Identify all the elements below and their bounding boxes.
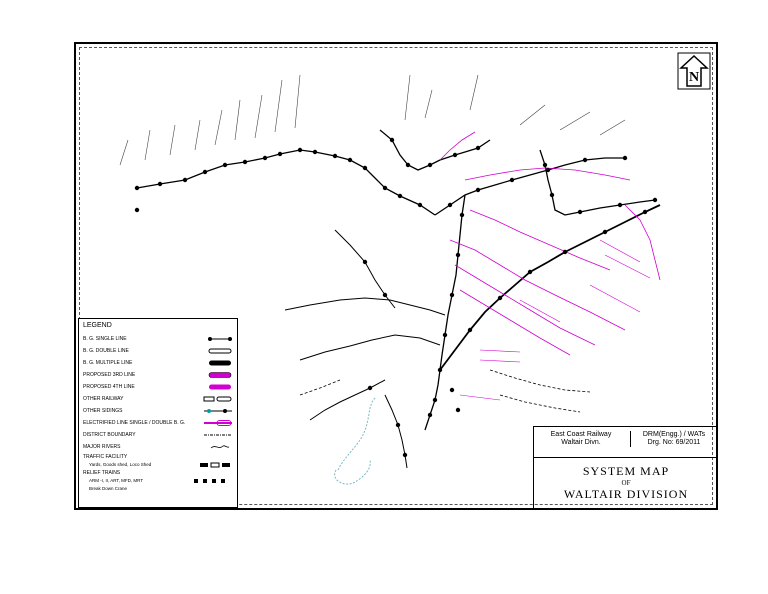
line-east-branch: [539, 149, 656, 216]
legend-item: DISTRICT BOUNDARY: [83, 429, 233, 441]
proposed-3rd-symbol: [208, 372, 232, 378]
division-short: Waltair Divn.: [561, 439, 601, 446]
legend-item: Break Down Crane: [89, 486, 128, 491]
legend-item: OTHER RAILWAY: [83, 393, 233, 405]
north-letter: N: [689, 70, 699, 85]
other-railway-symbol: [203, 396, 232, 402]
proposed-4th-symbol: [209, 384, 231, 390]
legend: LEGEND B. G. SINGLE LINE B. G. DOUBLE LI…: [78, 318, 238, 508]
legend-item: TRAFFIC FACILITY: [83, 453, 128, 460]
drawing-number: Drg. No: 69/2011: [647, 439, 701, 446]
station-label-strokes-magenta: [459, 239, 651, 401]
legend-item: B. G. SINGLE LINE: [83, 333, 233, 345]
line-main-south: [424, 194, 466, 431]
legend-item: RELIEF TRAINS: [83, 469, 121, 476]
other-railway-lines: [299, 369, 591, 413]
legend-item: ARM -I, II, ART, MFD, MRT: [83, 477, 233, 485]
line-kirandul: [309, 379, 386, 421]
station-label-strokes: [119, 74, 626, 166]
legend-item: ELECTRIFIED LINE SINGLE / DOUBLE B. G.: [83, 417, 233, 429]
map-frame: [74, 42, 718, 510]
map-inner-border: [79, 47, 713, 505]
title-block-railway: East Coast Railway Waltair Divn.: [536, 431, 626, 447]
legend-item: OTHER SIDINGS: [83, 405, 233, 417]
electrified-symbol: [204, 420, 232, 426]
traffic-facility-symbol: [200, 462, 230, 468]
map-title: SYSTEM MAP OF WALTAIR DIVISION: [534, 457, 718, 502]
legend-item: B. G. DOUBLE LINE: [83, 345, 233, 357]
legend-item: PROPOSED 3RD LINE: [83, 369, 233, 381]
map-title-line1: SYSTEM MAP: [582, 464, 670, 478]
map-title-line3: WALTAIR DIVISION: [563, 487, 689, 501]
line-main-coast: [439, 204, 661, 371]
drawing-office: DRM(Engg.) / WATs: [642, 431, 706, 438]
line-raipur-branch: [299, 334, 441, 361]
line-west-southwest: [284, 297, 446, 316]
proposed-lines: [439, 131, 661, 356]
legend-item: PROPOSED 4TH LINE: [83, 381, 233, 393]
line-nw: [136, 149, 436, 216]
north-arrow-icon: N: [677, 52, 711, 90]
relief-train-symbol: [194, 479, 225, 483]
legend-item: B. G. MULTIPLE LINE: [83, 357, 233, 369]
line-south-branch: [384, 394, 408, 469]
multiple-line-symbol: [209, 360, 231, 366]
title-block: East Coast Railway Waltair Divn. DRM(Eng…: [533, 426, 718, 508]
line-northeast: [434, 157, 625, 216]
legend-item: MAJOR RIVERS: [83, 441, 233, 453]
river-symbol: [210, 445, 230, 449]
title-block-drawing: DRM(Engg.) / WATs Drg. No: 69/2011: [630, 431, 717, 447]
double-line-symbol: [208, 348, 232, 354]
railway-name: East Coast Railway: [550, 431, 612, 438]
legend-title: LEGEND: [83, 322, 112, 329]
map-title-line2: OF: [621, 479, 631, 487]
single-line-symbol: [208, 337, 232, 341]
district-boundary-symbol: [204, 434, 232, 436]
river-path: [334, 397, 376, 485]
legend-item: Yards, Goods shed, Loco Shed: [83, 461, 233, 469]
other-sidings-symbol: [204, 409, 232, 413]
line-koraput: [334, 229, 396, 309]
line-north: [379, 129, 491, 171]
stations: [134, 137, 658, 458]
